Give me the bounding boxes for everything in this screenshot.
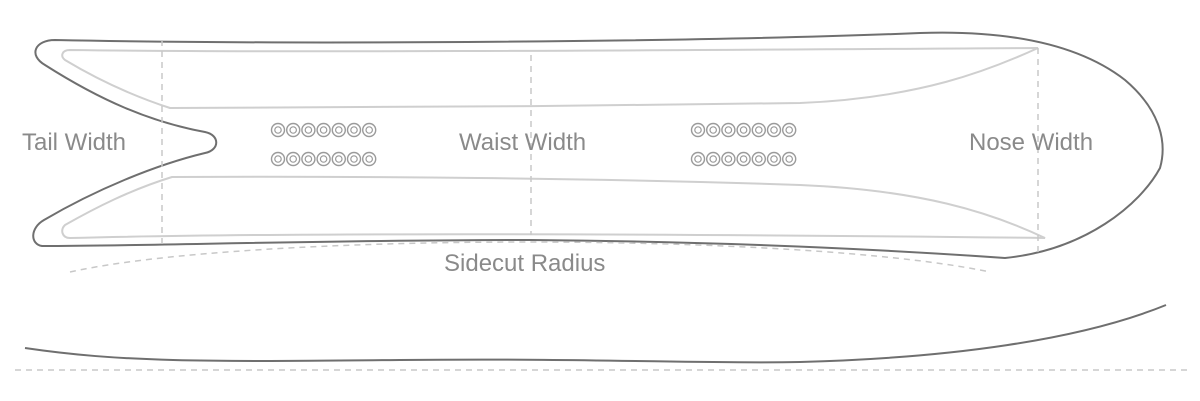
nose-width-label: Nose Width xyxy=(969,129,1094,156)
insert-hole xyxy=(365,126,374,134)
insert-hole xyxy=(739,126,748,134)
insert-ring xyxy=(362,151,377,167)
insert-hole xyxy=(785,155,794,163)
insert-ring xyxy=(736,151,751,167)
sidecut-radius-arc xyxy=(69,241,991,273)
insert-ring xyxy=(270,122,286,138)
insert-hole xyxy=(770,126,778,134)
insert-hole xyxy=(770,155,778,163)
insert-ring xyxy=(782,122,797,138)
insert-hole xyxy=(350,126,358,134)
insert-hole xyxy=(724,126,733,134)
inner-edge-bottom xyxy=(61,175,1046,240)
insert-hole xyxy=(785,126,794,134)
insert-ring xyxy=(301,122,316,138)
board-outline xyxy=(32,31,1164,260)
insert-ring xyxy=(270,151,286,167)
insert-ring xyxy=(362,122,377,138)
insert-ring xyxy=(721,122,736,138)
insert-hole xyxy=(709,126,718,134)
insert-packs xyxy=(270,122,797,167)
insert-hole xyxy=(365,155,374,163)
insert-ring xyxy=(766,122,782,138)
insert-ring xyxy=(331,122,346,138)
insert-ring xyxy=(301,151,316,167)
board-profile xyxy=(24,304,1167,364)
insert-hole xyxy=(289,126,298,134)
insert-hole xyxy=(694,155,702,163)
insert-ring xyxy=(346,151,362,167)
insert-hole xyxy=(274,155,282,163)
insert-ring xyxy=(316,151,331,167)
insert-ring xyxy=(690,122,706,138)
insert-ring xyxy=(706,122,721,138)
insert-ring xyxy=(751,151,766,167)
insert-ring xyxy=(316,122,331,138)
waist-width-label: Waist Width xyxy=(459,129,587,156)
insert-hole xyxy=(274,126,282,134)
insert-ring xyxy=(286,151,301,167)
insert-ring xyxy=(721,151,736,167)
insert-hole xyxy=(334,126,343,134)
insert-hole xyxy=(350,155,358,163)
insert-hole xyxy=(724,155,733,163)
insert-ring xyxy=(751,122,766,138)
insert-ring xyxy=(736,122,751,138)
insert-hole xyxy=(319,126,328,134)
insert-hole xyxy=(304,126,313,134)
insert-hole xyxy=(739,155,748,163)
insert-ring xyxy=(286,122,301,138)
insert-hole xyxy=(334,155,343,163)
insert-hole xyxy=(694,126,702,134)
insert-hole xyxy=(754,155,763,163)
insert-ring xyxy=(690,151,706,167)
insert-hole xyxy=(709,155,718,163)
sidecut-radius-label: Sidecut Radius xyxy=(444,250,606,277)
insert-ring xyxy=(706,151,721,167)
inner-edge-top xyxy=(61,47,1039,110)
insert-hole xyxy=(289,155,298,163)
insert-ring xyxy=(346,122,362,138)
tail-width-label: Tail Width xyxy=(22,129,127,156)
insert-hole xyxy=(754,126,763,134)
insert-hole xyxy=(304,155,313,163)
insert-ring xyxy=(766,151,782,167)
insert-hole xyxy=(319,155,328,163)
insert-ring xyxy=(782,151,797,167)
insert-ring xyxy=(331,151,346,167)
